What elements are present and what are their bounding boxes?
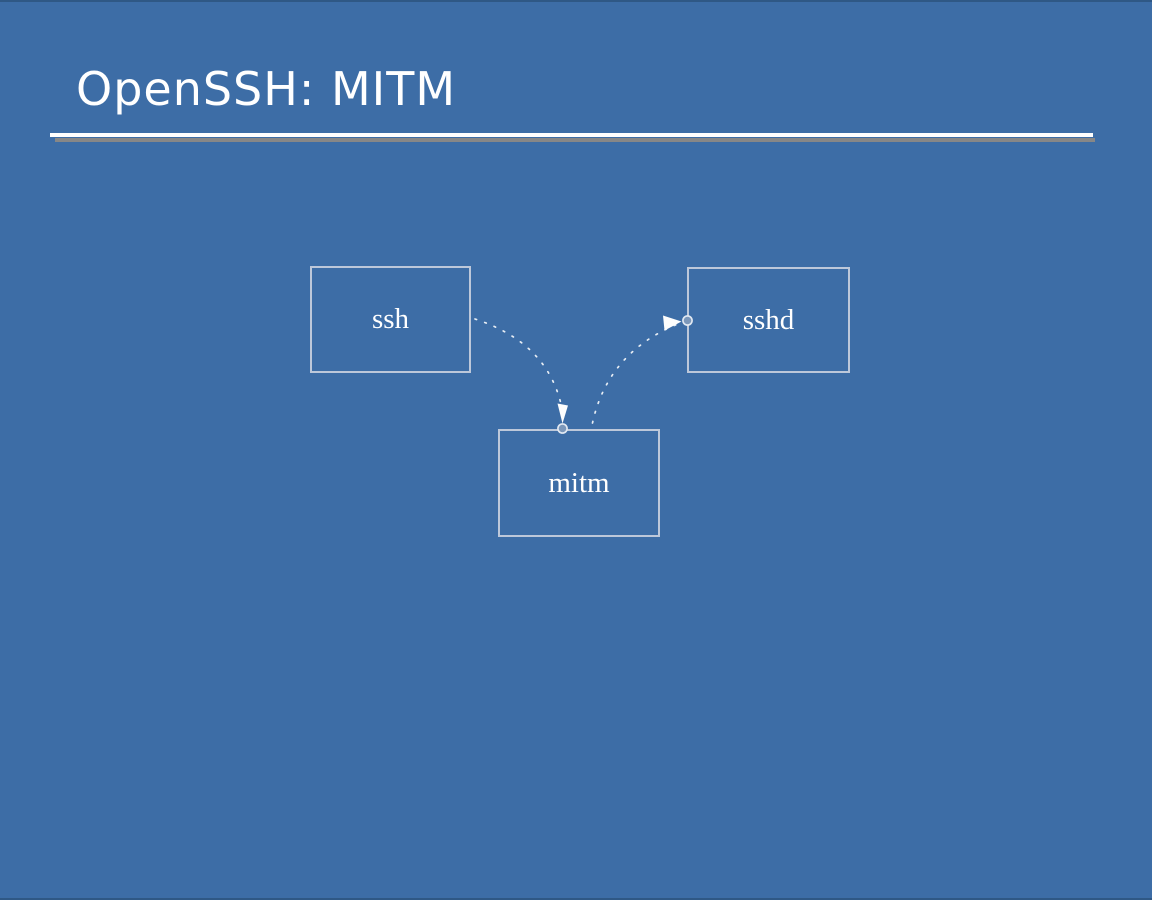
node-sshd-label: sshd (742, 303, 795, 336)
slide-title: OpenSSH: MITM (76, 62, 457, 116)
connector-mitm-to-sshd (591, 322, 680, 424)
node-ssh: ssh (310, 266, 471, 373)
connector-ssh-to-mitm (474, 318, 562, 403)
title-underline (50, 133, 1093, 137)
node-ssh-label: ssh (371, 303, 410, 335)
node-mitm: mitm (498, 429, 660, 537)
arrowhead-right-icon (663, 315, 682, 331)
slide-top-edge (0, 0, 1152, 2)
title-underline-shadow (55, 138, 1095, 142)
node-sshd: sshd (687, 267, 850, 373)
arrowhead-down-icon (557, 403, 568, 424)
slide-bottom-edge (0, 898, 1152, 900)
node-mitm-label: mitm (548, 466, 610, 499)
